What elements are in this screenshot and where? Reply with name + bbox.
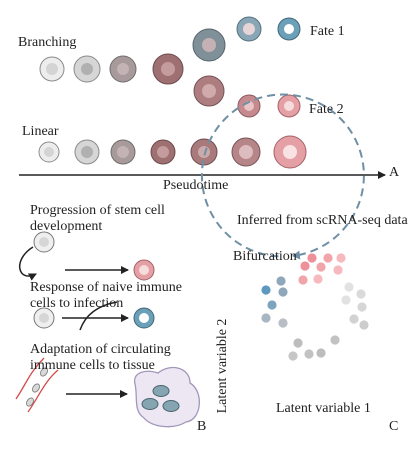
latent-variable-2-label: Latent variable 2 (214, 318, 230, 414)
linear-label: Linear (22, 124, 59, 139)
cell-branch-lower (193, 75, 225, 107)
cell-fate1-precursor (236, 16, 262, 42)
fate2-branch-points (298, 253, 346, 285)
cell-linear-3 (110, 139, 136, 165)
panel-c-letter: C (389, 419, 399, 434)
cell-fate1 (277, 17, 301, 41)
root-progenitor-points (288, 282, 369, 361)
panel-b-letter: B (197, 419, 207, 434)
cell-linear-7 (273, 135, 307, 169)
cell-linear-6 (231, 137, 261, 167)
tissue-adaptation-diagram (15, 357, 200, 428)
fate1-branch-points (261, 276, 288, 328)
cell-fate2 (277, 94, 301, 118)
stem-cell-label: Progression of stem cell development (30, 203, 165, 235)
stem-cell-diagram (18, 231, 155, 281)
linear-trajectory (38, 135, 307, 169)
cell-linear-1 (38, 141, 60, 163)
cell-linear-2 (74, 139, 100, 165)
branching-trajectory (39, 16, 301, 118)
immune-response-label: Response of naive immune cells to infect… (30, 280, 183, 312)
cell-branch-upper (192, 28, 226, 62)
cell-stem (39, 56, 65, 82)
latent-variable-1-label: Latent variable 1 (276, 401, 371, 416)
fate2-label: Fate 2 (309, 102, 344, 117)
fate1-label: Fate 1 (310, 24, 345, 39)
pseudotime-axis-label: Pseudotime (163, 178, 229, 193)
cell-early (73, 55, 101, 83)
tissue-adaptation-label: Adaptation of circulating immune cells t… (30, 342, 171, 374)
cell-progenitor (152, 53, 184, 85)
immune-response-diagram (33, 301, 155, 331)
latent-space-scatter (261, 253, 369, 361)
panel-a-letter: A (389, 165, 400, 180)
cell-intermediate (109, 55, 137, 83)
trajectory-dashed-arrow (200, 93, 365, 260)
bifurcation-label: Bifurcation (233, 249, 297, 264)
cell-linear-4 (150, 139, 176, 165)
scrna-title: Inferred from scRNA-seq data (237, 213, 408, 228)
branching-label: Branching (18, 35, 77, 50)
